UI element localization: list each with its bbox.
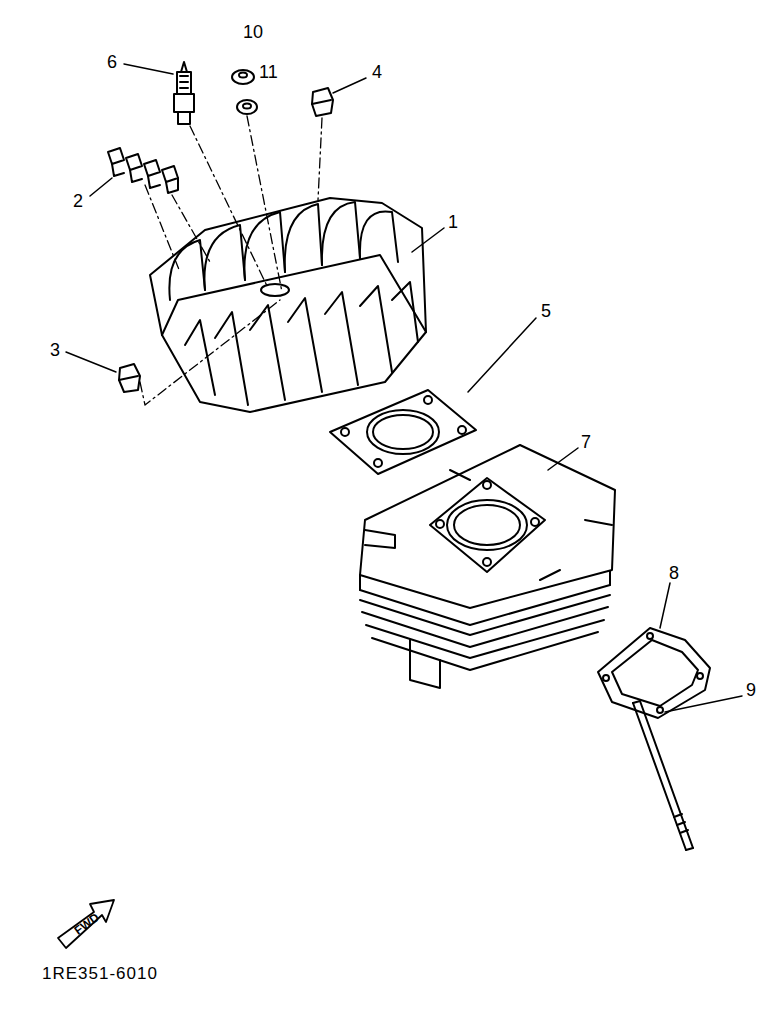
damper xyxy=(119,364,140,392)
install-line xyxy=(140,116,322,405)
spark-plug xyxy=(174,62,194,124)
nut xyxy=(232,70,254,84)
callout-number: 11 xyxy=(259,63,278,81)
callout-number: 4 xyxy=(372,63,382,81)
callout-number: 10 xyxy=(243,23,263,41)
callout-number: 3 xyxy=(50,341,60,359)
callout-number: 6 xyxy=(107,53,117,71)
callout-number: 1 xyxy=(448,213,458,231)
head-gasket xyxy=(330,390,476,474)
washer xyxy=(237,100,257,114)
callout-number: 2 xyxy=(73,192,83,210)
callout-number: 8 xyxy=(669,564,679,582)
callout-number: 5 xyxy=(541,302,551,320)
stud-bolt xyxy=(633,701,693,850)
drawing-code: 1RE351-6010 xyxy=(42,965,158,982)
callout-number: 7 xyxy=(581,433,591,451)
leader-line xyxy=(66,64,742,712)
base-gasket xyxy=(598,628,710,718)
damper xyxy=(312,88,333,116)
damper-row xyxy=(108,148,178,193)
cylinder xyxy=(360,445,615,688)
callout-number: 9 xyxy=(746,681,756,699)
direction-label: FWD xyxy=(72,911,101,937)
forward-arrow xyxy=(58,900,114,948)
